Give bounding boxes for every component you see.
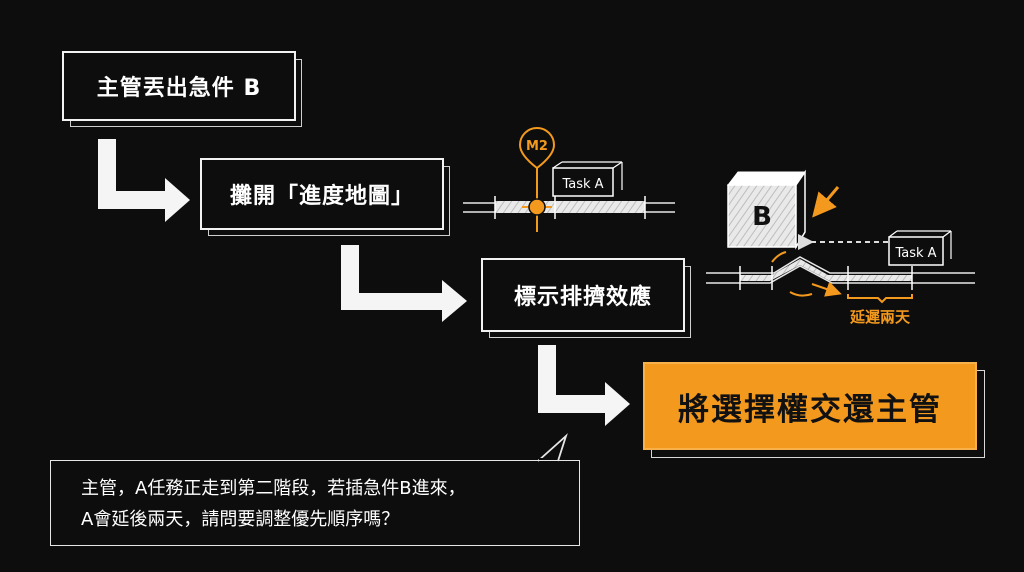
step-2-label: 攤開「進度地圖」 xyxy=(229,184,414,209)
timeline-1: Task A M2 xyxy=(463,127,675,232)
elbow-arrow-1 xyxy=(98,139,190,222)
speech-bubble-tail xyxy=(537,433,568,462)
speech-bubble: 主管，A任務正走到第二階段，若插急件B進來， A會延後兩天，請問要調整優先順序嗎… xyxy=(50,460,580,546)
step-4-label: 將選擇權交還主管 xyxy=(678,391,942,428)
speech-line-1: 主管，A任務正走到第二階段，若插急件B進來， xyxy=(81,478,466,499)
delay-label: 延遲兩天 xyxy=(849,308,911,326)
timeline-2: B Task A 延遲兩天 xyxy=(706,169,975,326)
elbow-arrow-2 xyxy=(341,245,467,322)
elbow-arrow-3 xyxy=(538,345,630,426)
speech-line-2: A會延後兩天，請問要調整優先順序嗎？ xyxy=(81,509,400,530)
timeline-2-task-label: Task A xyxy=(894,246,936,261)
step-3-box: 標示排擠效應 xyxy=(481,258,691,338)
step-1-label: 主管丟出急件 B xyxy=(96,76,262,101)
step-4-box: 將選擇權交還主管 xyxy=(643,362,977,450)
timeline-1-task-label: Task A xyxy=(561,177,603,192)
block-b-label: B xyxy=(752,202,772,232)
step-3-label: 標示排擠效應 xyxy=(513,285,652,310)
milestone-label: M2 xyxy=(526,139,548,154)
